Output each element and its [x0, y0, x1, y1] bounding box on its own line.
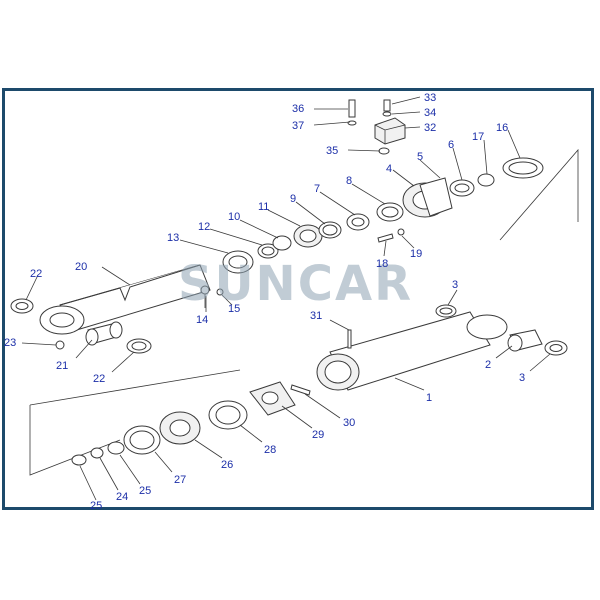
callout-18: 18 [376, 258, 388, 270]
ring-17 [477, 173, 495, 187]
washer-19 [397, 228, 405, 236]
callout-25-upper: 25 [139, 485, 151, 497]
callout-3-lower: 3 [519, 372, 525, 384]
o-ring-35 [378, 147, 390, 155]
valve-block [374, 117, 406, 145]
screw-30 [290, 384, 311, 396]
callout-4: 4 [386, 163, 392, 175]
bolt-18 [377, 233, 394, 243]
callout-36: 36 [292, 103, 304, 115]
callout-15: 15 [228, 303, 240, 315]
callout-20: 20 [75, 261, 87, 273]
callout-21: 21 [56, 360, 68, 372]
callout-30: 30 [343, 417, 355, 429]
callout-12: 12 [198, 221, 210, 233]
bushing-sleeve [85, 321, 123, 346]
watermark-text: SUNCAR [178, 256, 413, 312]
callout-22-top: 22 [30, 268, 42, 280]
washer-37 [347, 120, 357, 126]
callout-34: 34 [424, 107, 436, 119]
lower-axis-line [29, 369, 241, 476]
grease-fitting [21, 340, 65, 350]
wear-ring-28 [208, 400, 248, 430]
bushing-3-upper [435, 304, 457, 318]
callout-7: 7 [314, 183, 320, 195]
seal-10 [272, 235, 292, 251]
bushing-8 [376, 202, 404, 222]
callout-2: 2 [485, 359, 491, 371]
pin-31 [347, 329, 352, 349]
bushing-rod-end [10, 298, 34, 314]
washer-34 [382, 111, 392, 117]
bolt-33 [383, 99, 391, 112]
leader-lines [25, 96, 551, 501]
callout-5: 5 [417, 151, 423, 163]
callout-29: 29 [312, 429, 324, 441]
callout-22-bottom: 22 [93, 373, 105, 385]
rod-ring-12 [257, 243, 279, 259]
callout-31: 31 [310, 310, 322, 322]
washer-15 [216, 288, 224, 296]
ring-25-upper [107, 441, 125, 455]
piston-ring-27 [123, 425, 161, 455]
callout-11: 11 [258, 201, 269, 213]
callout-24: 24 [116, 491, 128, 503]
ring-16 [502, 157, 544, 179]
bushing-lower-left [126, 338, 152, 354]
callout-28: 28 [264, 444, 276, 456]
ring-24 [90, 447, 104, 459]
bushing-2 [507, 329, 543, 352]
callout-25-lower: 25 [90, 500, 102, 512]
callout-19: 19 [410, 248, 422, 260]
callout-9: 9 [290, 193, 296, 205]
piston-flange-29 [249, 381, 296, 416]
callout-10: 10 [228, 211, 240, 223]
seal-7 [346, 213, 370, 231]
seal-9 [318, 221, 342, 239]
callout-14: 14 [196, 314, 208, 326]
bearing-11 [293, 224, 323, 248]
bushing-3-lower [544, 340, 568, 356]
callout-33: 33 [424, 92, 436, 104]
callout-1: 1 [426, 392, 432, 404]
callout-8: 8 [346, 175, 352, 187]
callout-35: 35 [326, 145, 338, 157]
callout-32: 32 [424, 122, 436, 134]
bolt-36 [348, 99, 356, 118]
bolt-14 [200, 285, 210, 308]
piston-26 [159, 411, 201, 445]
callout-6: 6 [448, 139, 454, 151]
callout-37: 37 [292, 120, 304, 132]
rod-ring-13 [222, 250, 254, 274]
callout-23: 23 [4, 337, 16, 349]
cylinder-tube [316, 311, 508, 391]
cylinder-head [402, 177, 453, 218]
ring-6 [449, 179, 475, 197]
callout-13: 13 [167, 232, 179, 244]
ring-25-lower [71, 454, 87, 466]
callout-3-upper: 3 [452, 279, 458, 291]
callout-27: 27 [174, 474, 186, 486]
callout-17: 17 [472, 131, 484, 143]
callout-26: 26 [221, 459, 233, 471]
callout-16: 16 [496, 122, 508, 134]
callouts: 36 37 33 34 32 35 5 4 6 17 16 8 7 9 11 1… [4, 92, 525, 512]
